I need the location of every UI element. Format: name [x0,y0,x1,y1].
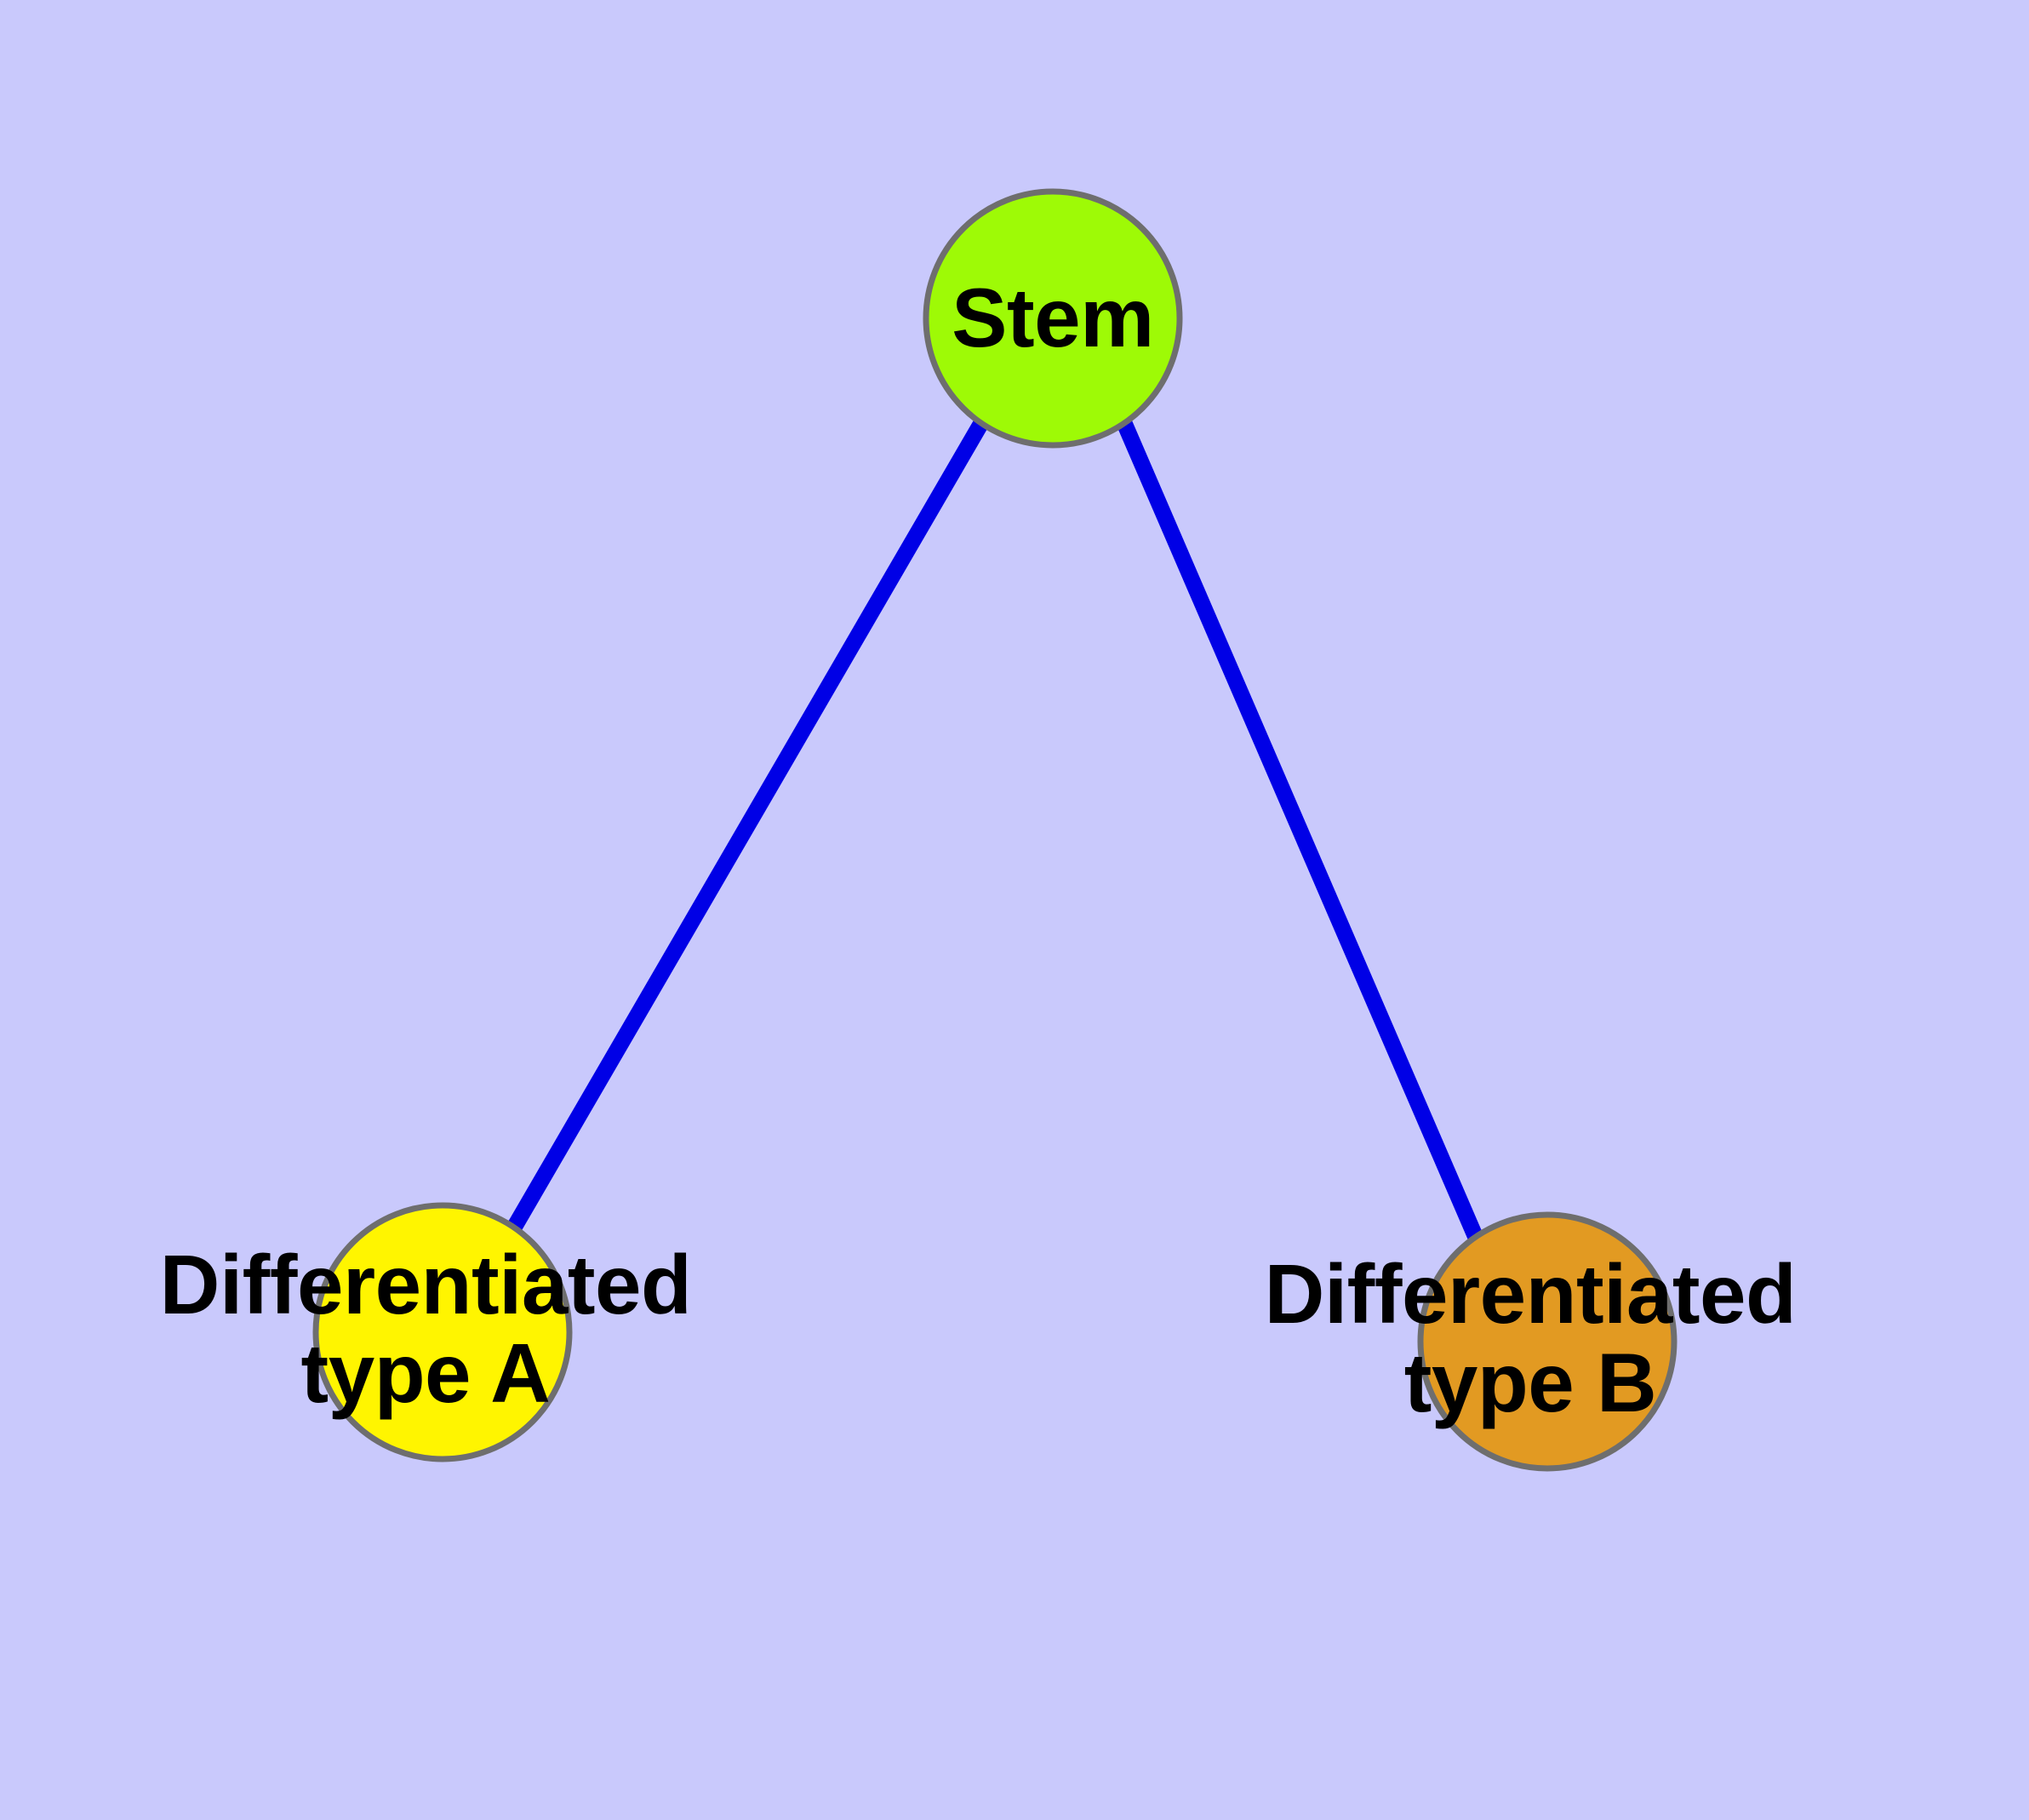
edge-stem-to-differentiated-type-b[interactable] [1117,420,1484,1243]
node-differentiated-type-b[interactable] [1417,1211,1677,1472]
edge-stem-to-differentiated-type-a[interactable] [506,419,989,1232]
node-differentiated-type-a[interactable] [312,1202,573,1462]
node-stem[interactable] [923,188,1183,449]
edge-layer [506,419,1484,1243]
node-layer [312,188,1677,1472]
